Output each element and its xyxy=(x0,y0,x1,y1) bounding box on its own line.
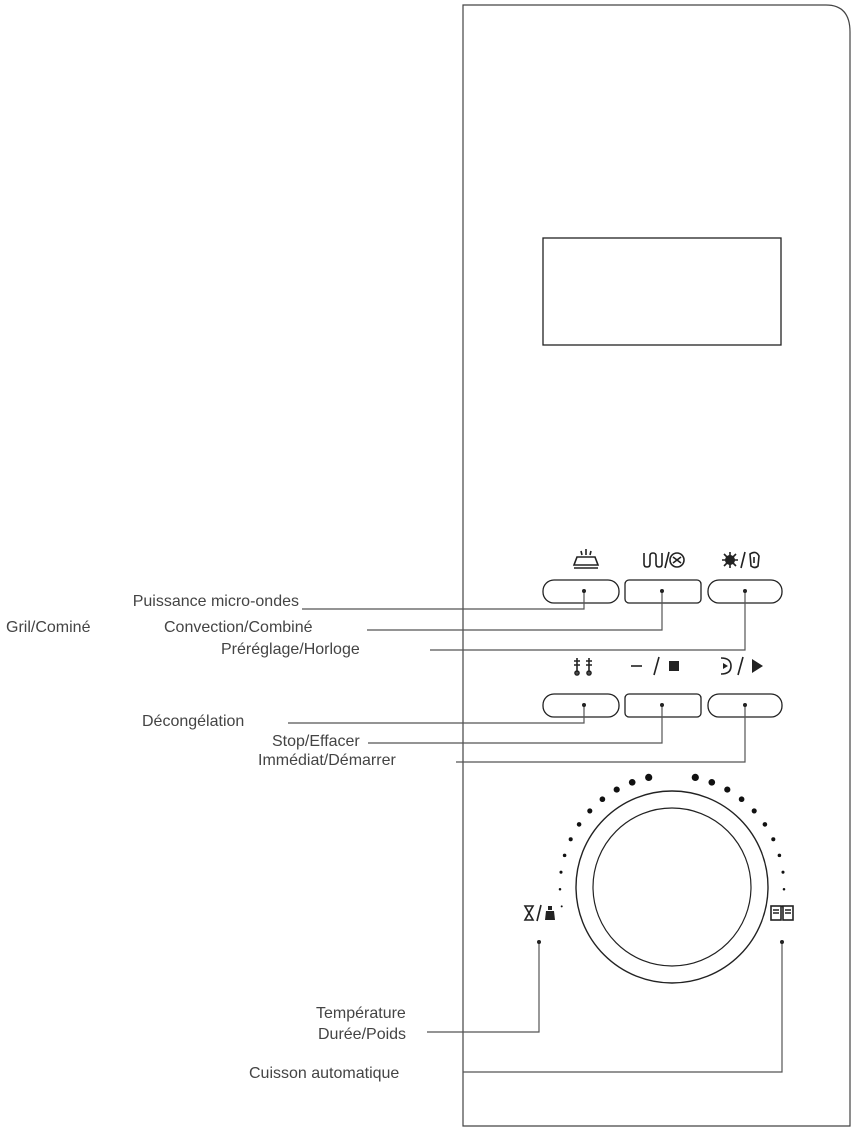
left-dial-dot xyxy=(560,905,563,908)
label-stop-effacer: Stop/Effacer xyxy=(272,733,360,750)
label-convection-combine: Convection/Combiné xyxy=(164,619,313,636)
right-dial-dot xyxy=(762,822,768,827)
leader-lines xyxy=(288,589,784,1073)
label-puissance-micro-ondes: Puissance micro-ondes xyxy=(133,593,299,610)
right-dial-dot xyxy=(724,786,731,793)
right-dial-dot xyxy=(782,888,786,891)
right-dial-dot xyxy=(751,808,757,814)
display-window xyxy=(542,237,782,346)
left-dial-dot xyxy=(645,773,653,782)
preset-clock-icon xyxy=(722,551,760,569)
label-gril-combine: Gril/Cominé xyxy=(6,619,91,636)
left-dial-dot xyxy=(562,853,567,858)
label-duree-poids: Durée/Poids xyxy=(318,1026,406,1043)
label-prereglage-horloge: Préréglage/Horloge xyxy=(221,641,360,658)
minus-stop-icon xyxy=(631,656,679,676)
left-dial-dot xyxy=(628,778,636,786)
dial-dots xyxy=(558,773,786,908)
auto-cook-book-icon xyxy=(770,905,794,921)
defrost-icon xyxy=(574,658,592,676)
left-dial-dot xyxy=(576,822,582,827)
label-immediat-demarrer: Immédiat/Démarrer xyxy=(258,752,396,769)
instant-start-icon xyxy=(720,656,763,676)
left-dial-dot xyxy=(587,808,593,814)
right-dial-dot xyxy=(708,778,716,786)
left-dial-dot xyxy=(559,870,563,874)
hourglass-weight-icon xyxy=(523,904,555,922)
right-dial-dot xyxy=(738,796,745,803)
right-dial-dot xyxy=(691,773,699,782)
right-dial-dot xyxy=(781,870,785,874)
right-dial-dot xyxy=(777,853,782,858)
left-dial-dot xyxy=(558,888,562,891)
microwave-power-icon xyxy=(572,549,600,569)
control-dial-inner xyxy=(592,807,752,967)
label-temperature: Température xyxy=(316,1005,406,1022)
left-dial-dot xyxy=(568,837,573,842)
label-cuisson-automatique: Cuisson automatique xyxy=(249,1065,399,1082)
grill-convection-icon xyxy=(643,551,685,569)
left-dial-dot xyxy=(599,796,606,803)
defrost-button[interactable] xyxy=(542,693,620,718)
microwave-power-button[interactable] xyxy=(542,579,620,604)
label-decongelation: Décongélation xyxy=(142,713,244,730)
left-dial-dot xyxy=(613,786,620,793)
right-dial-dot xyxy=(771,837,776,842)
